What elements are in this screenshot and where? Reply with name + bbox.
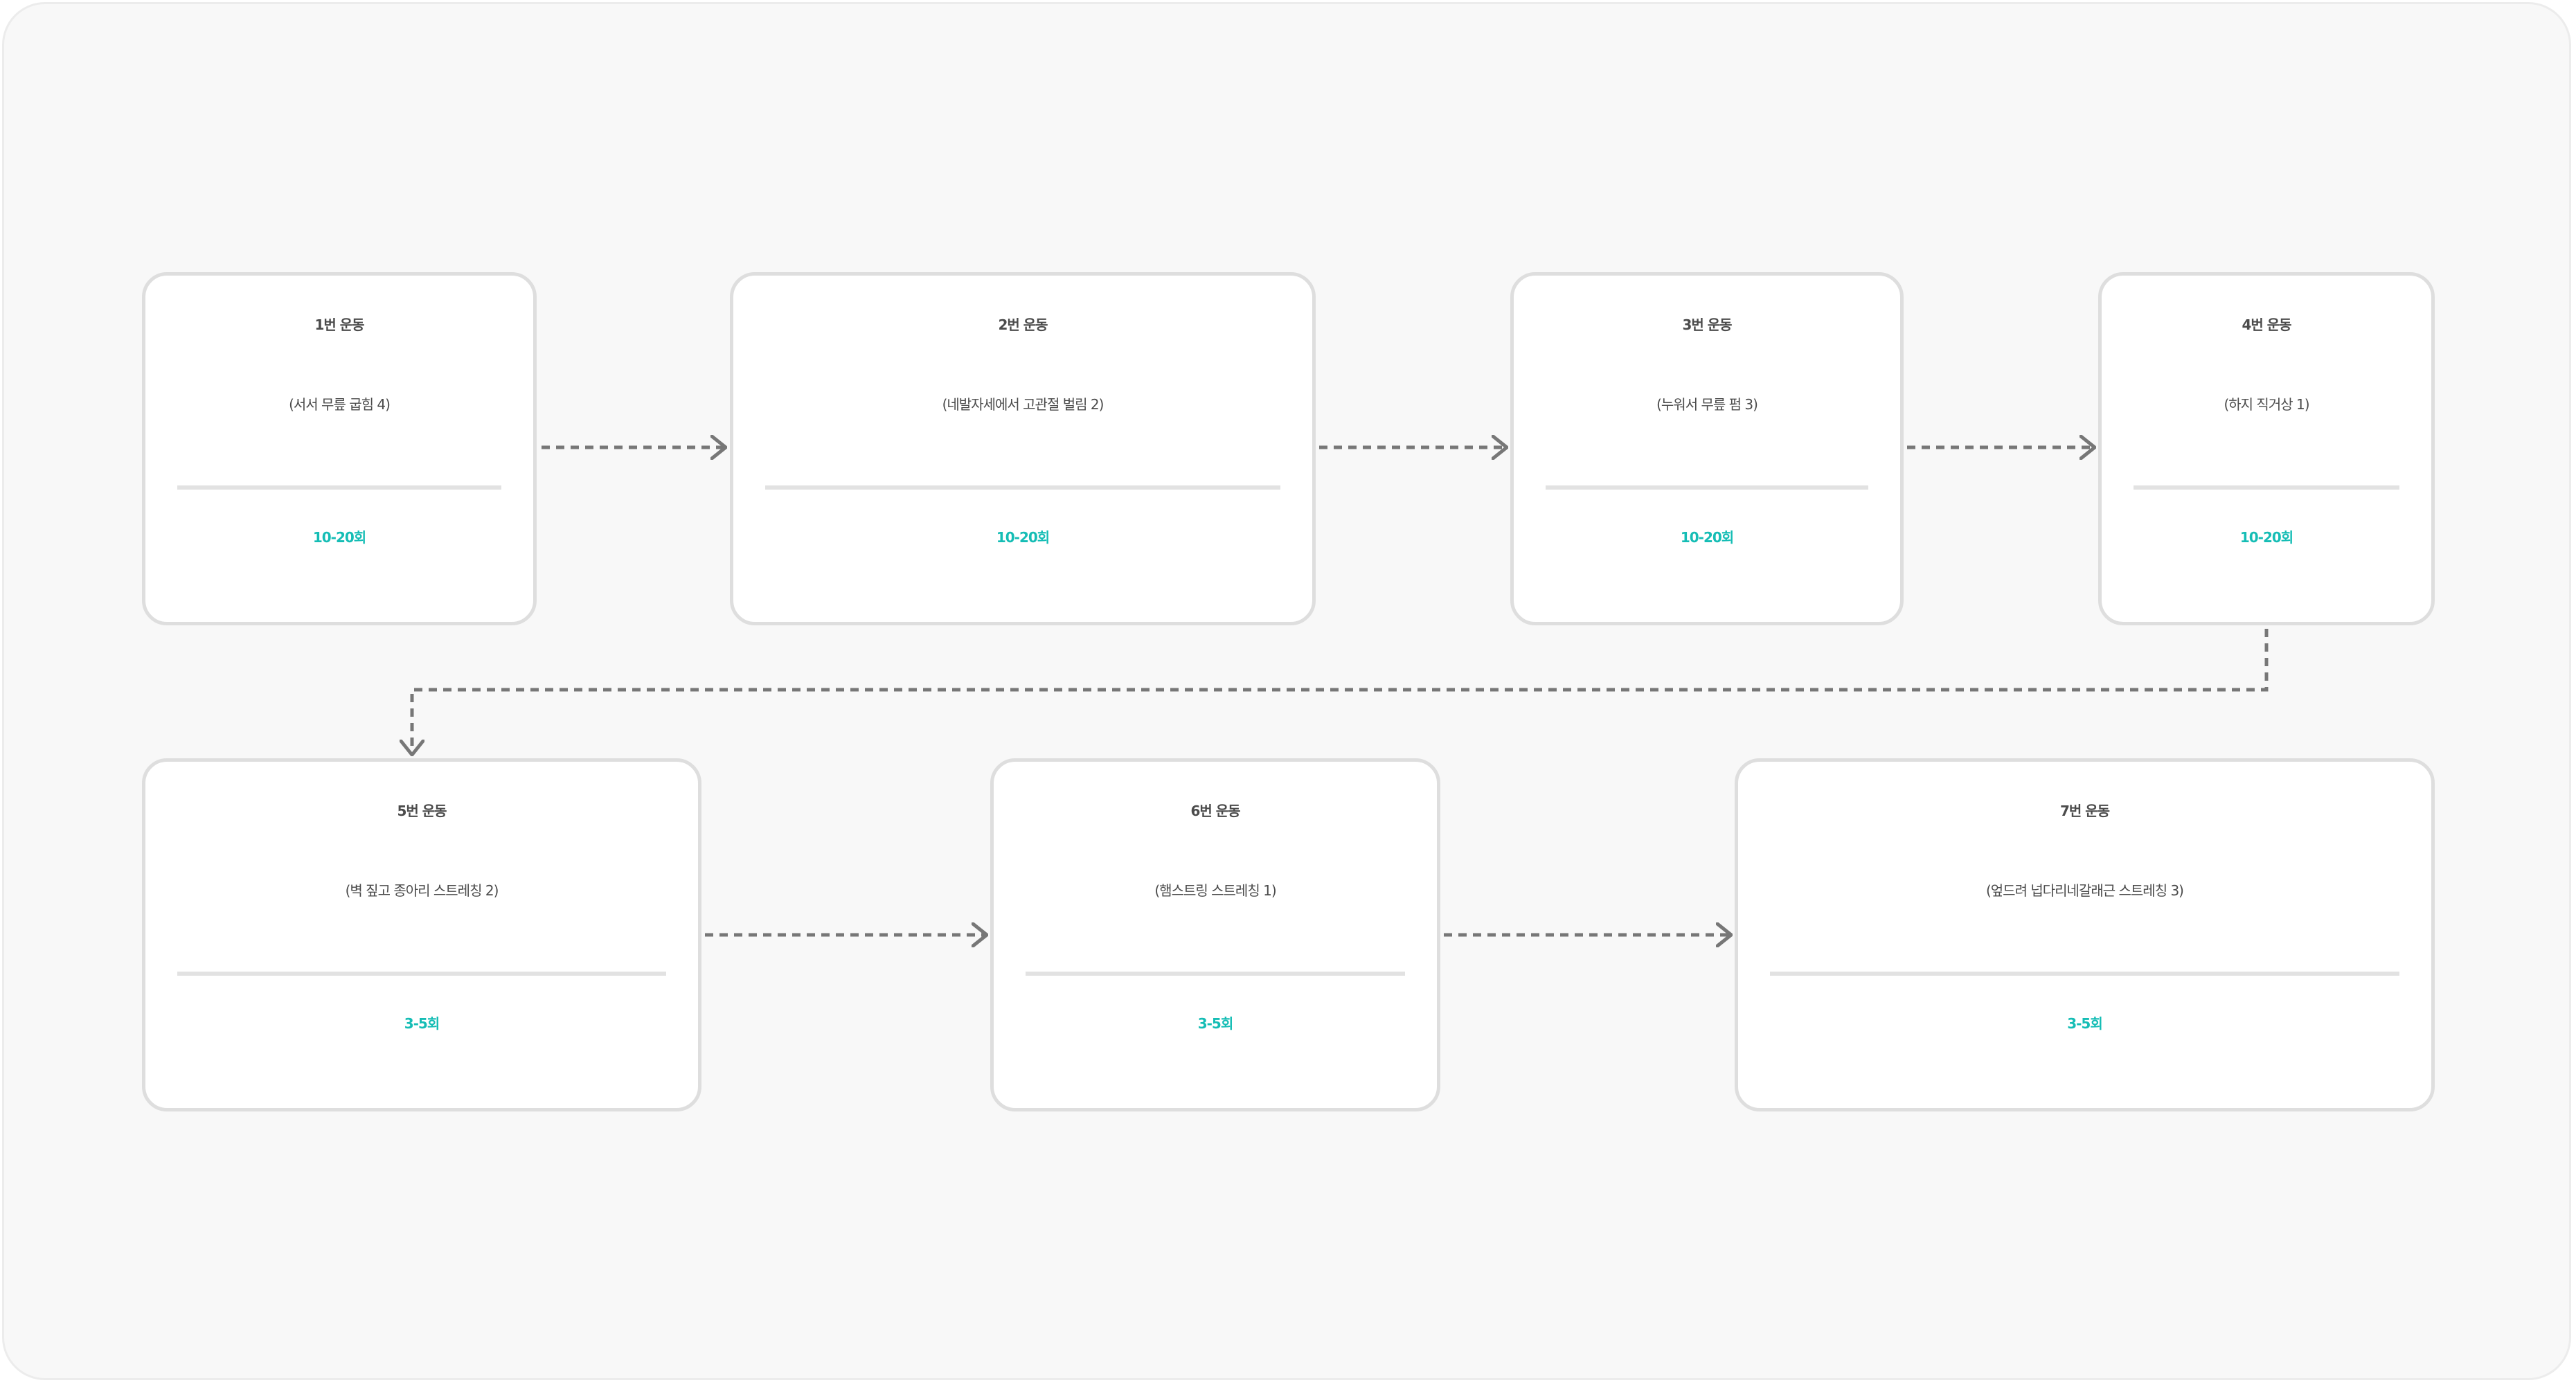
card-divider — [1546, 485, 1868, 490]
step-description: (하지 직거상 1) — [2224, 396, 2309, 413]
step-title: 3번 운동 — [1682, 316, 1732, 333]
step-description: (누워서 무릎 펌 3) — [1656, 396, 1758, 413]
step-reps: 10-20회 — [312, 529, 366, 546]
step-card-2: 2번 운동 (네발자세에서 고관절 벌림 2) 10-20회 — [730, 272, 1316, 625]
card-divider — [177, 972, 666, 976]
step-description: (서서 무릎 굽힘 4) — [289, 396, 391, 413]
step-reps: 3-5회 — [1197, 1015, 1234, 1032]
step-title: 2번 운동 — [998, 316, 1048, 333]
step-description: (엎드려 넙다리네갈래근 스트레칭 3) — [1985, 882, 2184, 899]
step-description: (네발자세에서 고관절 벌림 2) — [942, 396, 1104, 413]
step-card-6: 6번 운동 (햄스트링 스트레칭 1) 3-5회 — [990, 758, 1440, 1111]
card-divider — [2134, 485, 2399, 490]
card-divider — [1770, 972, 2399, 976]
step-reps: 3-5회 — [2067, 1015, 2103, 1032]
step-card-4: 4번 운동 (하지 직거상 1) 10-20회 — [2098, 272, 2435, 625]
card-divider — [177, 485, 501, 490]
step-reps: 10-20회 — [996, 529, 1050, 546]
card-divider — [765, 485, 1280, 490]
step-description: (벽 짚고 종아리 스트레칭 2) — [345, 882, 499, 899]
step-title: 5번 운동 — [397, 803, 447, 819]
step-card-1: 1번 운동 (서서 무릎 굽힘 4) 10-20회 — [142, 272, 537, 625]
step-card-3: 3번 운동 (누워서 무릎 펌 3) 10-20회 — [1510, 272, 1904, 625]
step-reps: 10-20회 — [1680, 529, 1734, 546]
step-card-7: 7번 운동 (엎드려 넙다리네갈래근 스트레칭 3) 3-5회 — [1735, 758, 2435, 1111]
step-description: (햄스트링 스트레칭 1) — [1154, 882, 1276, 899]
step-title: 7번 운동 — [2059, 803, 2110, 819]
step-title: 1번 운동 — [314, 316, 364, 333]
step-title: 4번 운동 — [2242, 316, 2291, 333]
card-divider — [1026, 972, 1405, 976]
step-reps: 3-5회 — [404, 1015, 440, 1032]
step-reps: 10-20회 — [2239, 529, 2293, 546]
step-title: 6번 운동 — [1190, 803, 1240, 819]
step-card-5: 5번 운동 (벽 짚고 종아리 스트레칭 2) 3-5회 — [142, 758, 701, 1111]
